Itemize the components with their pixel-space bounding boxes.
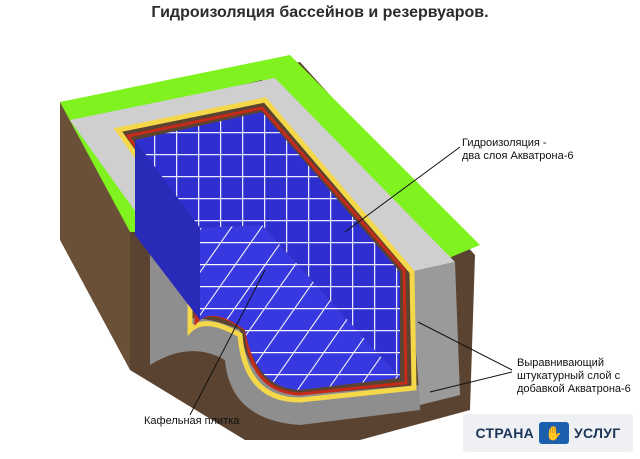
label-plaster-line1: Выравнивающий [517, 357, 604, 369]
waterproof-layer [113, 97, 417, 403]
label-waterproofing: Гидроизоляция - два слоя Акватрона-6 [462, 137, 573, 163]
watermark-badge: СТРАНА ✋ УСЛУГ [463, 414, 633, 452]
leader-plaster-1 [417, 321, 513, 371]
tile-floor [200, 225, 400, 390]
tile-wall-right [262, 112, 400, 378]
watermark-left-text: СТРАНА [475, 425, 535, 441]
diagram-title: Гидроизоляция бассейнов и резервуаров. [151, 4, 489, 21]
label-waterproofing-line1: Гидроизоляция - [462, 137, 547, 149]
label-plaster-line2: штукатурный слой с [517, 370, 621, 382]
tile-wall-left [135, 140, 200, 320]
tile-wall-back [135, 112, 262, 228]
concrete-wall-curve [150, 318, 420, 425]
leader-waterproofing [344, 146, 461, 233]
leader-tile [189, 269, 266, 416]
handshake-icon: ✋ [539, 422, 570, 444]
leader-plaster-2 [429, 371, 513, 393]
label-plaster-line3: добавкой Акватрона-6 [517, 383, 631, 395]
label-tile: Кафельная плитка [144, 415, 240, 427]
label-waterproofing-line2: два слоя Акватрона-6 [462, 150, 574, 162]
watermark-right-text: УСЛУГ [574, 425, 621, 441]
label-plaster: Выравнивающий штукатурный слой с добавко… [517, 357, 631, 396]
